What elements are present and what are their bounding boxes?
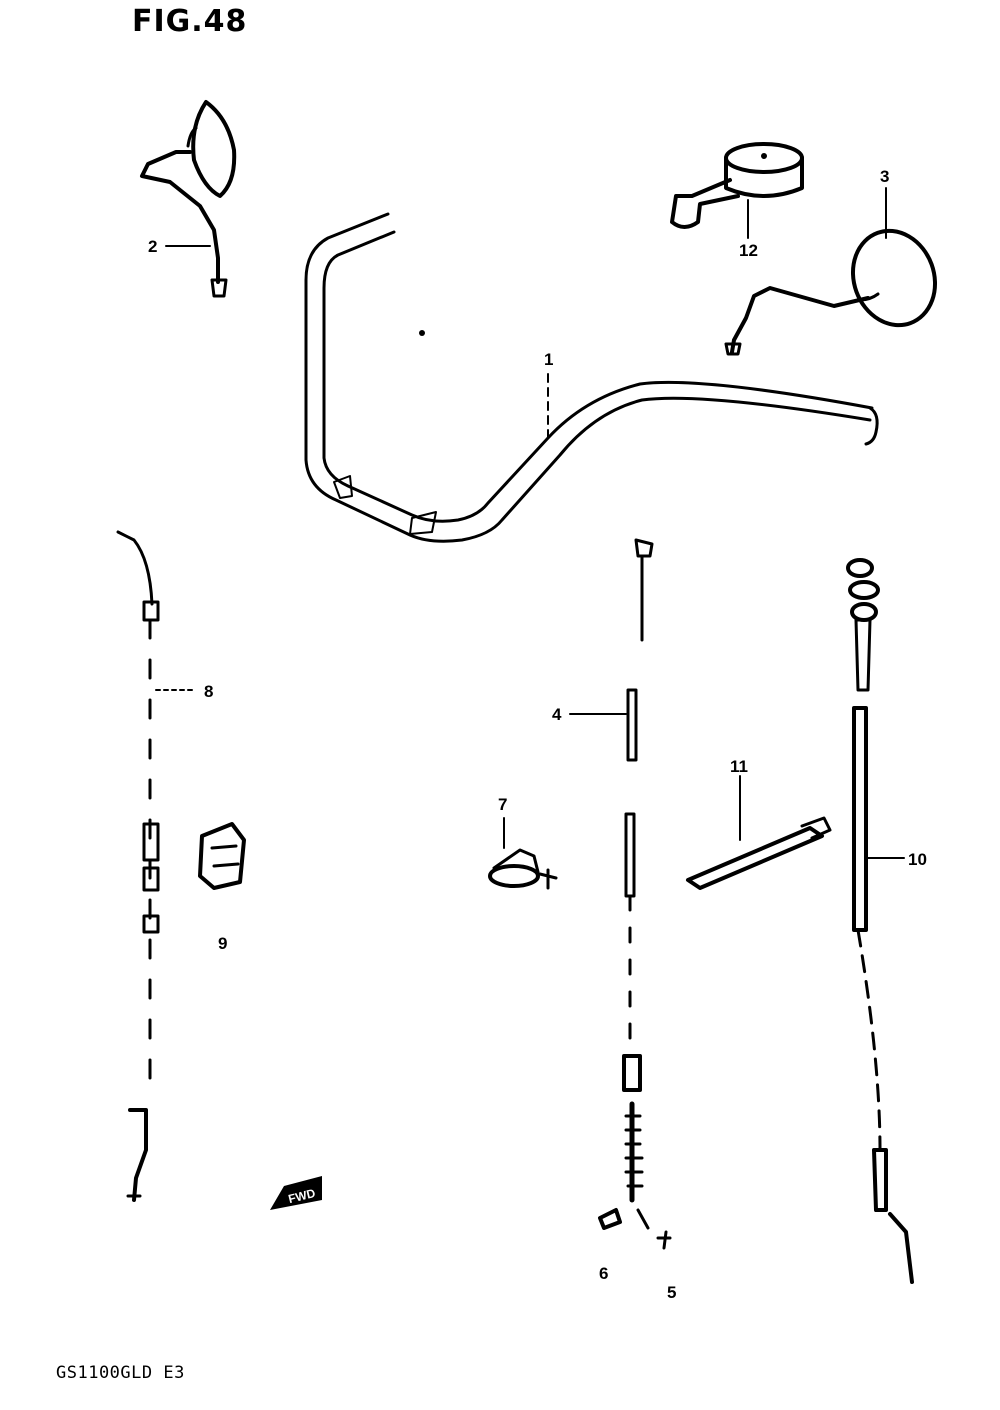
band-part-11 — [686, 816, 832, 890]
figure-title: FIG.48 — [132, 4, 248, 39]
callout-2: 2 — [148, 237, 157, 256]
cable-part-8 — [116, 530, 160, 1202]
forward-arrow: FWD — [270, 1176, 322, 1210]
callout-7: 7 — [498, 795, 507, 814]
model-code: GS1100GLD E3 — [56, 1363, 185, 1383]
forward-arrow-label: FWD — [287, 1186, 317, 1206]
callout-10: 10 — [908, 850, 927, 869]
callout-9: 9 — [218, 934, 227, 953]
cable-part-10 — [846, 558, 914, 1284]
cable-end-part-6 — [598, 1208, 622, 1230]
cable-part-4 — [622, 538, 672, 1250]
bracket-part-9 — [198, 822, 246, 890]
callout-8: 8 — [204, 682, 213, 701]
callout-1: 1 — [544, 350, 553, 369]
callout-11: 11 — [730, 757, 748, 776]
right-mirror-part-3 — [724, 228, 938, 356]
callout-6: 6 — [599, 1264, 608, 1283]
switch-holder-part-12 — [670, 142, 804, 229]
cable-guide-part-7 — [488, 848, 558, 890]
callout-5: 5 — [667, 1283, 676, 1302]
left-mirror-part-2 — [140, 100, 237, 298]
callout-12: 12 — [739, 241, 758, 260]
callout-3: 3 — [880, 167, 889, 186]
leader-lines — [155, 187, 905, 859]
handlebar-part-1 — [304, 212, 879, 543]
callout-4: 4 — [552, 705, 562, 724]
